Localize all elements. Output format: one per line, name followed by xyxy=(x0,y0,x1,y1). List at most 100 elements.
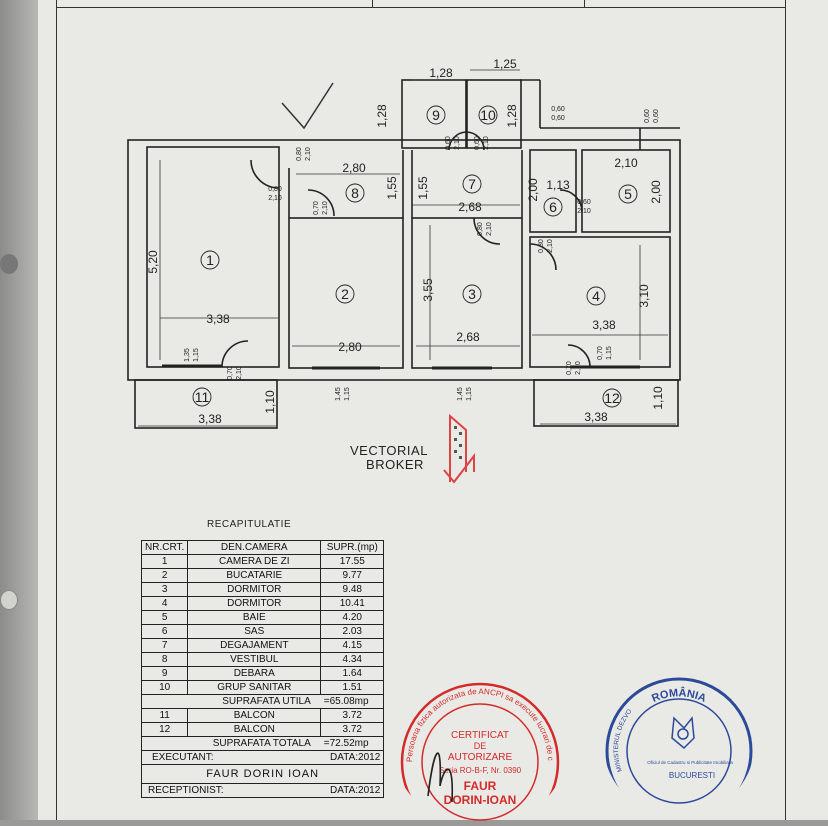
room-number: 4 xyxy=(592,288,600,304)
executant-name-row: FAUR DORIN IOAN xyxy=(140,764,385,784)
header-cell: SUPR.(mp) xyxy=(320,540,385,555)
authorization-stamp: Persoana fizica autorizata de ANCPI sa e… xyxy=(394,676,560,826)
svg-text:1,15: 1,15 xyxy=(606,346,613,360)
room-circle: 1 xyxy=(200,250,220,270)
table-cell: DEBARA xyxy=(187,666,322,681)
svg-text:BUCURESTI: BUCURESTI xyxy=(669,771,715,780)
room-number: 12 xyxy=(604,390,620,406)
dim-label: 2,80 xyxy=(342,161,366,175)
table-cell: GRUP SANITAR xyxy=(187,680,322,695)
table-cell: 2.03 xyxy=(320,624,385,639)
svg-text:1,35: 1,35 xyxy=(184,348,191,362)
broker-logo-icon xyxy=(443,414,475,484)
svg-text:0,80: 0,80 xyxy=(296,147,303,161)
table-cell: 6 xyxy=(140,624,189,639)
room-number: 8 xyxy=(351,185,359,201)
svg-text:0,60: 0,60 xyxy=(551,115,565,122)
room-number: 7 xyxy=(468,176,476,192)
cadastre-stamp: ROMÂNIA MINISTERUL DEZVOLTARII REGIONALE… xyxy=(604,676,753,816)
svg-text:2,10: 2,10 xyxy=(236,366,243,380)
table-cell: 12 xyxy=(140,722,189,737)
svg-text:2,10: 2,10 xyxy=(486,222,493,236)
dim-label: 1,25 xyxy=(493,57,517,71)
table-cell: 9 xyxy=(140,666,189,681)
svg-text:AUTORIZARE: AUTORIZARE xyxy=(448,752,513,763)
svg-text:Seria RO-B-F, Nr. 0390: Seria RO-B-F, Nr. 0390 xyxy=(439,766,522,775)
table-cell: 4 xyxy=(140,596,189,611)
dim-label: 3,38 xyxy=(592,318,616,332)
dim-label: 3,38 xyxy=(206,312,230,326)
table-cell: BALCON xyxy=(187,722,322,737)
signature xyxy=(427,752,454,803)
dim-label: 2,00 xyxy=(526,178,540,202)
svg-text:2,10: 2,10 xyxy=(322,201,329,215)
dim-label: 1,28 xyxy=(429,66,453,80)
dim-label: 2,68 xyxy=(456,330,480,344)
table-cell: 7 xyxy=(140,638,189,653)
dim-label: 2,10 xyxy=(614,156,638,170)
binder-hole xyxy=(0,254,18,274)
table-cell: 11 xyxy=(140,708,189,723)
svg-text:0,60: 0,60 xyxy=(653,109,660,123)
page-shadow xyxy=(0,0,38,820)
plan-wall xyxy=(134,379,278,429)
svg-text:1,45: 1,45 xyxy=(457,387,464,401)
svg-text:2,10: 2,10 xyxy=(577,208,591,215)
svg-text:0,70: 0,70 xyxy=(597,346,604,360)
dim-label: 3,55 xyxy=(421,278,435,302)
title-strip xyxy=(56,0,786,8)
svg-text:0,80: 0,80 xyxy=(477,222,484,236)
table-cell: 9.77 xyxy=(320,568,385,583)
table-cell: 3.72 xyxy=(320,708,385,723)
table-cell: 8 xyxy=(140,652,189,667)
coat-of-arms-icon xyxy=(671,716,695,750)
room-number: 10 xyxy=(480,107,496,123)
svg-text:2,10: 2,10 xyxy=(305,147,312,161)
room-number: 9 xyxy=(432,107,440,123)
table-cell: 3.72 xyxy=(320,722,385,737)
svg-text:0,60: 0,60 xyxy=(474,136,481,150)
total-area-row: SUPRAFATA TOTALA =72.52mp xyxy=(140,736,385,751)
svg-text:CERTIFICAT: CERTIFICAT xyxy=(451,730,509,741)
dim-label: 1,55 xyxy=(416,176,430,200)
plan-wall xyxy=(529,149,577,233)
plan-wall xyxy=(533,379,679,427)
svg-text:0,80: 0,80 xyxy=(268,186,282,193)
table-cell: DEGAJAMENT xyxy=(187,638,322,653)
svg-text:Oficiul de Cadastru si Publici: Oficiul de Cadastru si Publicitate Imobi… xyxy=(647,760,733,765)
svg-text:FAUR: FAUR xyxy=(464,779,497,793)
dim-label: 1,10 xyxy=(263,390,277,414)
svg-text:1,45: 1,45 xyxy=(335,387,342,401)
room-number: 11 xyxy=(195,389,210,405)
room-number: 3 xyxy=(468,286,476,302)
svg-text:0,60: 0,60 xyxy=(445,136,452,150)
table-cell: 17.55 xyxy=(320,554,385,569)
receptionist-row: RECEPTIONIST: DATA:2012 xyxy=(140,783,385,798)
table-cell: 1.51 xyxy=(320,680,385,695)
svg-text:DORIN-IOAN: DORIN-IOAN xyxy=(444,793,517,807)
table-cell: BUCATARIE xyxy=(187,568,322,583)
svg-text:0,70: 0,70 xyxy=(566,361,573,375)
svg-text:0,60: 0,60 xyxy=(577,199,591,206)
table-cell: 4.20 xyxy=(320,610,385,625)
table-cell: CAMERA DE ZI xyxy=(187,554,322,569)
svg-text:ROMÂNIA: ROMÂNIA xyxy=(650,686,708,705)
svg-text:2,10: 2,10 xyxy=(454,136,461,150)
table-cell: 1 xyxy=(140,554,189,569)
table-cell: VESTIBUL xyxy=(187,652,322,667)
table-cell: 4.34 xyxy=(320,652,385,667)
room-number: 6 xyxy=(549,199,557,215)
table-cell: DORMITOR xyxy=(187,582,322,597)
watermark-text: VECTORIAL BROKER xyxy=(350,443,428,472)
plan-wall xyxy=(127,139,681,381)
table-cell: DORMITOR xyxy=(187,596,322,611)
binder-hole xyxy=(0,590,18,610)
